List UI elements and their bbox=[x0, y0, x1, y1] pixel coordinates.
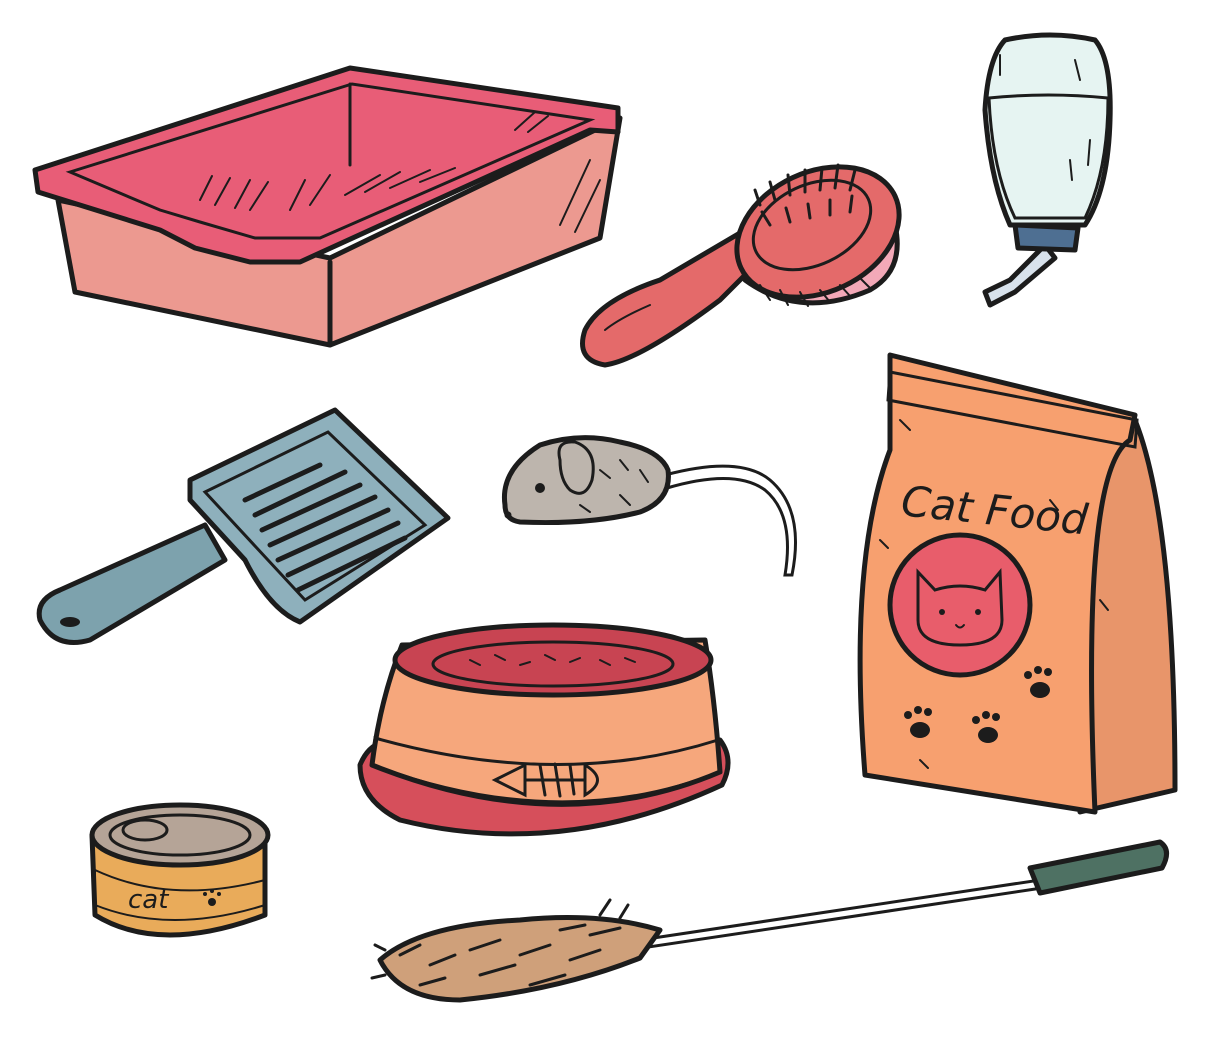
litter-box bbox=[32, 65, 623, 348]
toy-mouse bbox=[501, 435, 798, 577]
water-bottle bbox=[982, 32, 1113, 308]
feather-wand bbox=[370, 839, 1169, 1003]
cat-food-can: cat bbox=[89, 802, 271, 938]
cat-food-bag: Cat Food bbox=[857, 352, 1178, 815]
food-bowl bbox=[357, 622, 731, 837]
paw-prints bbox=[904, 666, 1052, 743]
fish-bone-icon bbox=[491, 762, 599, 798]
cat-face-icon bbox=[916, 568, 1004, 647]
can-label: cat bbox=[128, 885, 169, 915]
litter-scoop bbox=[36, 407, 451, 645]
brush bbox=[580, 163, 902, 368]
